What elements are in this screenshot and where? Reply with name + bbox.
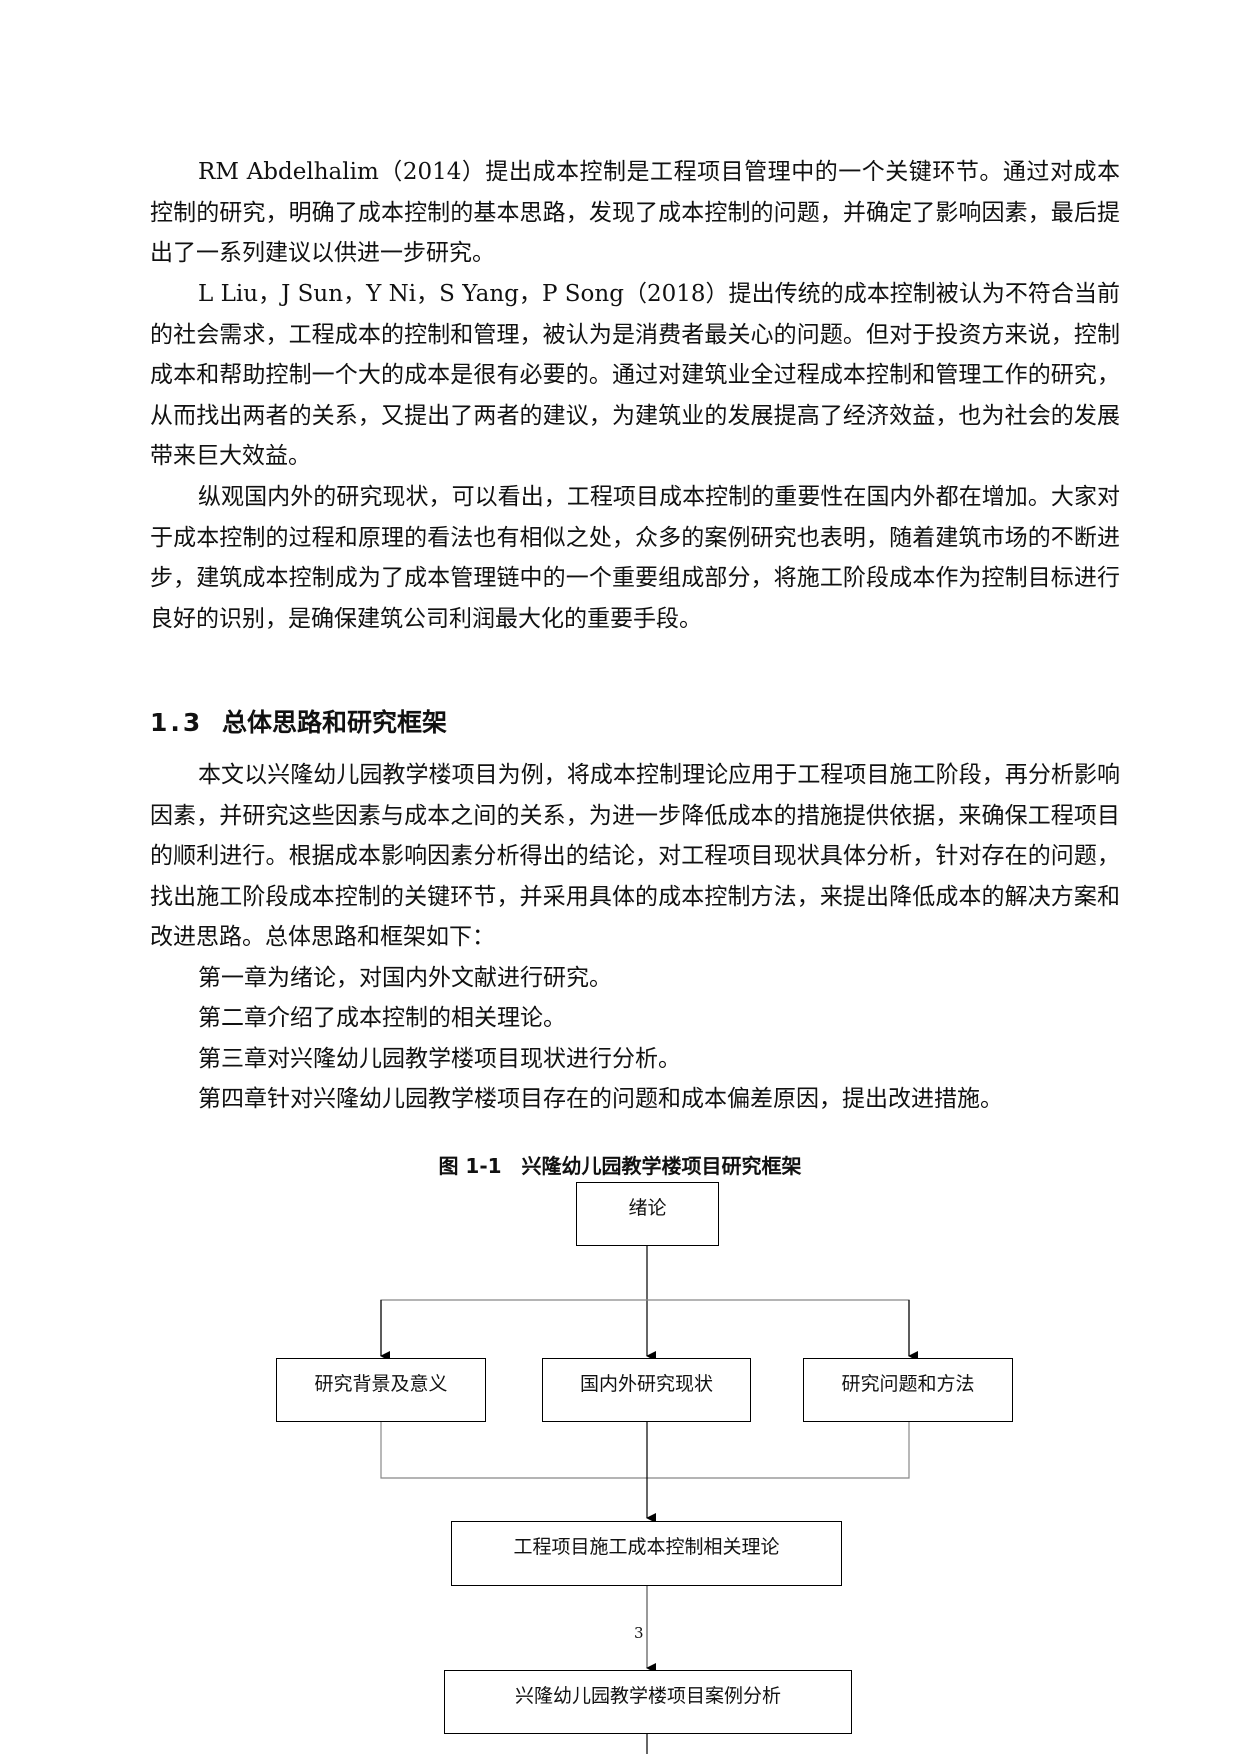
page-number: 3 [633,1624,645,1642]
connector-branch [380,1299,910,1356]
section-title: 总体思路和研究框架 [222,708,448,737]
flow-node-case: 兴隆幼儿园教学楼项目案例分析 [444,1670,852,1734]
flow-node-method: 研究问题和方法 [803,1358,1013,1422]
flow-node-status: 国内外研究现状 [542,1358,751,1422]
chapter-line-1: 第一章为绪论，对国内外文献进行研究。 [198,965,612,991]
figure-caption: 图 1-1 兴隆幼儿园教学楼项目研究框架 [438,1154,802,1178]
section-number: 1.3 [150,708,204,737]
flow-node-theory: 工程项目施工成本控制相关理论 [451,1521,842,1586]
paragraph-framework: 本文以兴隆幼儿园教学楼项目为例，将成本控制理论应用于工程项目施工阶段，再分析影响… [150,762,1120,950]
flow-node-intro: 绪论 [576,1182,719,1246]
paragraph-liu: L Liu，J Sun，Y Ni，S Yang，P Song（2018）提出传统… [150,281,1120,469]
paragraph-abdelhalim: RM Abdelhalim（2014）提出成本控制是工程项目管理中的一个关键环节… [150,159,1120,266]
section-heading: 1.3 总体思路和研究框架 [150,703,447,739]
chapter-line-3: 第三章对兴隆幼儿园教学楼项目现状进行分析。 [198,1046,681,1072]
connector-merge [380,1422,910,1479]
flow-node-background: 研究背景及意义 [276,1358,486,1422]
chapter-line-4: 第四章针对兴隆幼儿园教学楼项目存在的问题和成本偏差原因，提出改进措施。 [198,1086,1003,1112]
paragraph-summary: 纵观国内外的研究现状，可以看出，工程项目成本控制的重要性在国内外都在增加。大家对… [150,484,1120,632]
chapter-line-2: 第二章介绍了成本控制的相关理论。 [198,1005,566,1031]
